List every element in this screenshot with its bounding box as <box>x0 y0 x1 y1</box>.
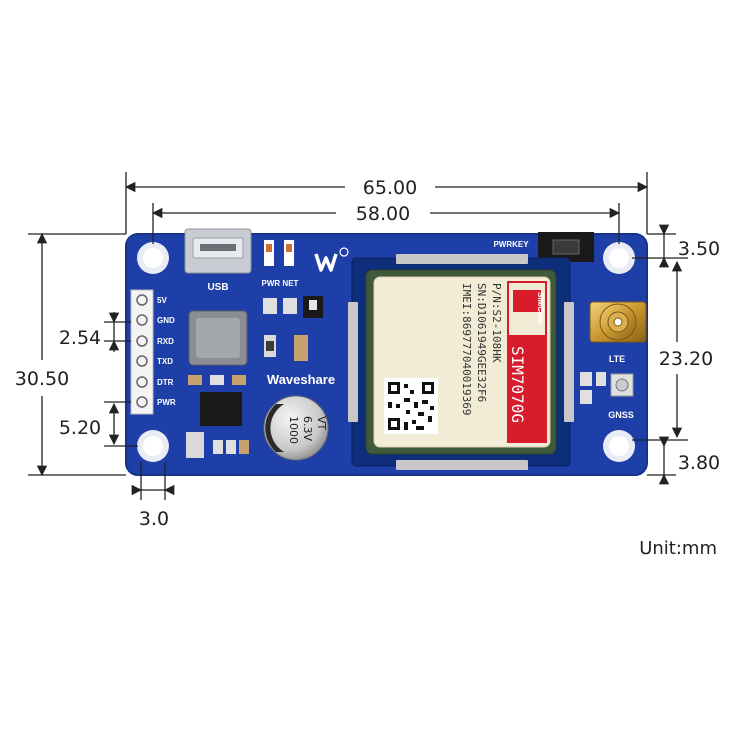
mounting-hole-bottom-right <box>603 430 635 462</box>
pin-header <box>130 289 154 415</box>
dim-hole-spacing-x: 58.00 <box>356 203 410 225</box>
capacitor-series: VT <box>315 416 328 431</box>
gnss-label: GNSS <box>608 410 634 420</box>
module-imei: IMEI:869777040019369 <box>460 283 473 415</box>
waveshare-logo-icon <box>314 247 349 272</box>
unit-label: Unit:mm <box>639 538 717 559</box>
dim-bottom-offset: 3.80 <box>678 452 720 474</box>
module-part-number: P/N:S2-108HK <box>490 283 503 363</box>
lte-label: LTE <box>609 354 625 364</box>
dim-top-offset: 3.50 <box>678 238 720 260</box>
pwrkey-button <box>538 232 594 262</box>
pin-label-rxd: RXD <box>157 337 174 346</box>
dim-overall-height: 30.50 <box>15 368 69 390</box>
usb-label: USB <box>207 282 228 293</box>
ic-chip <box>200 392 242 426</box>
dimension-lines <box>28 172 688 500</box>
module-model: SIM7070G <box>508 346 527 423</box>
dim-hole-spacing-y: 23.20 <box>659 348 713 370</box>
pwr-net-label: PWR NET <box>262 279 299 288</box>
dim-header-offset: 5.20 <box>59 417 101 439</box>
brand-label: Waveshare <box>267 372 335 387</box>
qr-code <box>384 378 438 434</box>
mounting-hole-bottom-left <box>137 430 169 462</box>
status-leds <box>264 240 294 266</box>
smd-components <box>186 296 606 458</box>
usb-connector <box>184 228 252 274</box>
capacitor-value: 1000 <box>287 416 300 444</box>
capacitor-voltage: 6.3V <box>301 416 314 441</box>
module-serial-number: SN:D1061949GEE32F6 <box>475 283 488 402</box>
pin-label-pwr: PWR <box>157 398 176 407</box>
mounting-hole-top-right <box>603 242 635 274</box>
gnss-antenna-connector <box>610 373 634 397</box>
pin-label-gnd: GND <box>157 316 175 325</box>
dim-pin-pitch: 2.54 <box>59 327 101 349</box>
module-pads <box>348 254 574 470</box>
pwrkey-label: PWRKEY <box>493 240 529 249</box>
pcb-board: USB PWR NET 5V GND RXD TXD DTR PWR <box>125 228 648 476</box>
pin-label-txd: TXD <box>157 357 173 366</box>
mounting-hole-top-left <box>137 242 169 274</box>
pin-label-5v: 5V <box>157 296 167 305</box>
electrolytic-capacitor <box>263 395 329 461</box>
pin-label-dtr: DTR <box>157 378 174 387</box>
module-logo-text: SIMCom <box>536 292 545 324</box>
dim-hole-edge: 3.0 <box>139 508 169 530</box>
inductor <box>188 310 248 366</box>
lte-antenna-connector <box>589 301 647 343</box>
dim-overall-width: 65.00 <box>363 177 417 199</box>
